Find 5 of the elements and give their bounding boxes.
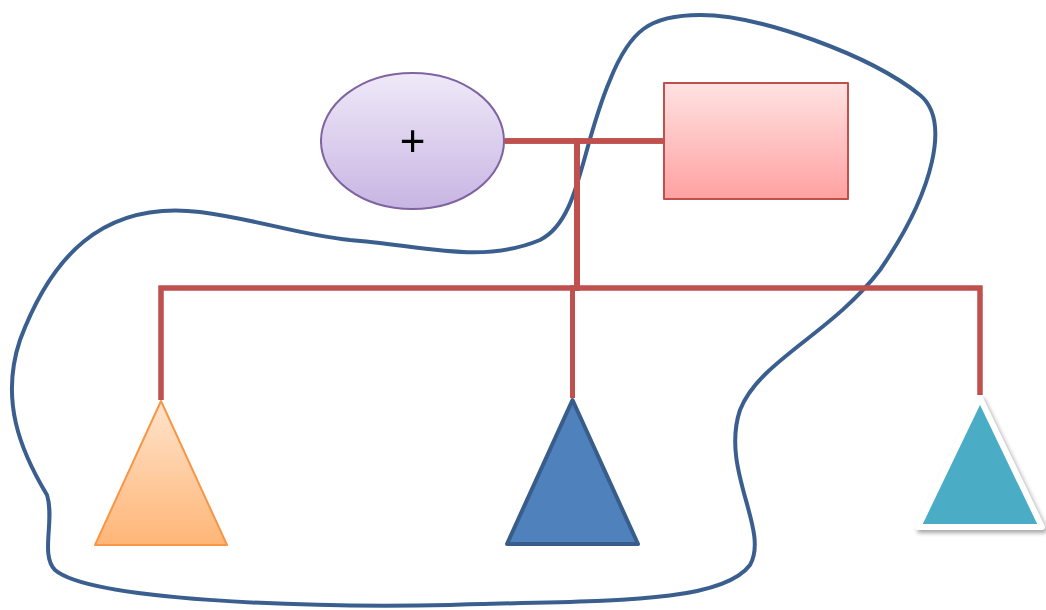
triangle-node bbox=[94, 400, 228, 546]
triangle-node bbox=[505, 398, 640, 546]
node-text: + bbox=[399, 119, 426, 163]
ellipse-node bbox=[320, 72, 505, 210]
rectangle-node bbox=[663, 82, 849, 200]
